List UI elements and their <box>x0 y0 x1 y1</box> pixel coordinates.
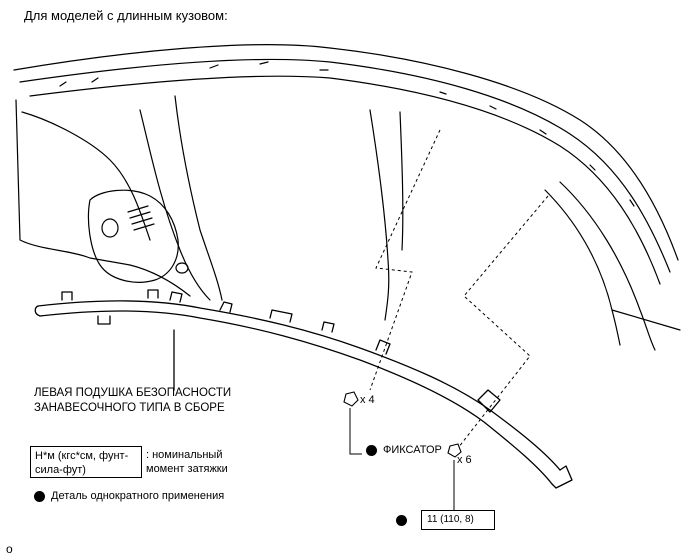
single-use-legend-text: Деталь однократного применения <box>51 490 225 502</box>
torque-legend-description: : номинальный момент затяжки <box>146 449 228 475</box>
airbag-tube-upper <box>37 300 561 471</box>
dashed-leader-1 <box>369 129 441 391</box>
body-roof-outline <box>13 44 679 261</box>
torque-spec: 11 (110, 8) <box>396 510 495 530</box>
single-use-dot-icon <box>396 514 407 526</box>
clip-fastener <box>343 391 359 407</box>
body-roof-rail <box>29 75 661 285</box>
inner-hole-2 <box>175 262 189 274</box>
front-pillar <box>139 109 211 301</box>
rear-pillar <box>544 189 621 346</box>
torque-value-box: 11 (110, 8) <box>421 510 495 530</box>
clip-label: ФИКСАТОР <box>366 444 442 456</box>
clip-leader <box>349 408 362 455</box>
clip-label-text: ФИКСАТОР <box>383 444 442 456</box>
airbag-brackets <box>61 289 501 413</box>
rib-lines <box>127 205 155 231</box>
page-heading: Для моделей с длинным кузовом: <box>24 8 228 23</box>
rear-quarter-outline <box>15 99 191 297</box>
torque-legend-box: Н*м (кгс*см, фунт-сила-фут) <box>30 446 142 478</box>
dashed-leader-2 <box>457 195 549 449</box>
inner-hole-1 <box>101 218 119 238</box>
center-pillar-inner <box>399 111 404 251</box>
lower-rear-line <box>611 309 681 331</box>
airbag-end-left <box>34 305 41 317</box>
rear-pillar-inner <box>559 181 656 351</box>
airbag-tube-lower <box>39 310 553 485</box>
center-pillar <box>369 109 390 321</box>
clip-quantity: x 4 <box>360 394 375 406</box>
single-use-legend: Деталь однократного применения <box>34 490 224 502</box>
airbag-end-right <box>551 465 573 489</box>
front-opening <box>174 95 223 301</box>
bolt-fastener <box>447 443 462 458</box>
figure-code: o <box>6 542 13 556</box>
single-use-dot-icon <box>366 444 377 456</box>
body-roof-inner <box>19 58 671 273</box>
airbag-label-line2: ЗАНАВЕСОЧНОГО ТИПА В СБОРЕ <box>34 402 225 414</box>
wheel-arch-area <box>87 189 179 283</box>
rear-window-edge <box>21 111 151 241</box>
roof-details <box>59 61 635 207</box>
bolt-quantity: x 6 <box>457 454 472 466</box>
single-use-dot-icon <box>34 490 45 502</box>
airbag-label-line1: ЛЕВАЯ ПОДУШКА БЕЗОПАСНОСТИ <box>34 387 232 399</box>
airbag-assembly-label: ЛЕВАЯ ПОДУШКА БЕЗОПАСНОСТИ ЗАНАВЕСОЧНОГО… <box>34 386 274 416</box>
